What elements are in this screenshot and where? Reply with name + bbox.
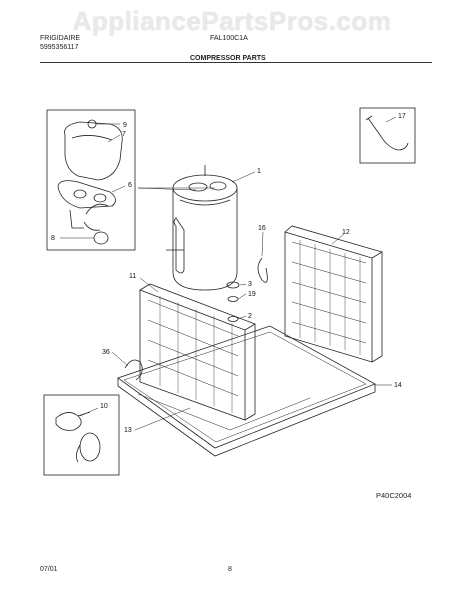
callout-13: 13 <box>124 427 132 434</box>
part-number-label: 5995356117 <box>40 44 79 51</box>
callout-2: 2 <box>248 313 252 320</box>
callout-12: 12 <box>342 229 350 236</box>
header-rule <box>40 62 432 63</box>
callout-19: 19 <box>248 291 256 298</box>
callout-16: 16 <box>258 225 266 232</box>
callout-3: 3 <box>248 281 252 288</box>
terminal-cover-part <box>57 119 123 245</box>
brand-label: FRIGIDAIRE <box>40 35 81 42</box>
compressor-part <box>166 165 240 322</box>
watermark-text: AppliancePartsPros.com <box>72 6 392 36</box>
condenser-coil-part <box>284 225 383 363</box>
footer-date: 07/01 <box>40 566 58 573</box>
tube-part <box>257 257 268 283</box>
callout-36: 36 <box>102 349 110 356</box>
inset-box-terminal <box>46 109 136 251</box>
footer-page-number: 8 <box>228 566 232 573</box>
leader-lines <box>60 116 397 431</box>
clamp-part <box>55 411 101 463</box>
inset-box-thermistor <box>359 107 416 164</box>
figure-code: P40C2004 <box>376 491 412 500</box>
callout-7: 7 <box>122 131 126 138</box>
callout-8: 8 <box>51 235 55 242</box>
callout-6: 6 <box>128 182 132 189</box>
drain-hose-part <box>124 359 143 381</box>
inset-box-clamp <box>43 394 120 476</box>
section-title: COMPRESSOR PARTS <box>190 55 266 62</box>
callout-9: 9 <box>123 122 127 129</box>
base-pan-part <box>117 325 376 457</box>
callout-14: 14 <box>394 382 402 389</box>
callout-1: 1 <box>257 168 261 175</box>
evaporator-coil-part <box>139 283 256 421</box>
thermistor-part <box>365 115 409 151</box>
callout-10: 10 <box>100 403 108 410</box>
model-label: FAL100C1A <box>210 35 248 42</box>
callout-17: 17 <box>398 113 406 120</box>
callout-11: 11 <box>129 273 136 280</box>
